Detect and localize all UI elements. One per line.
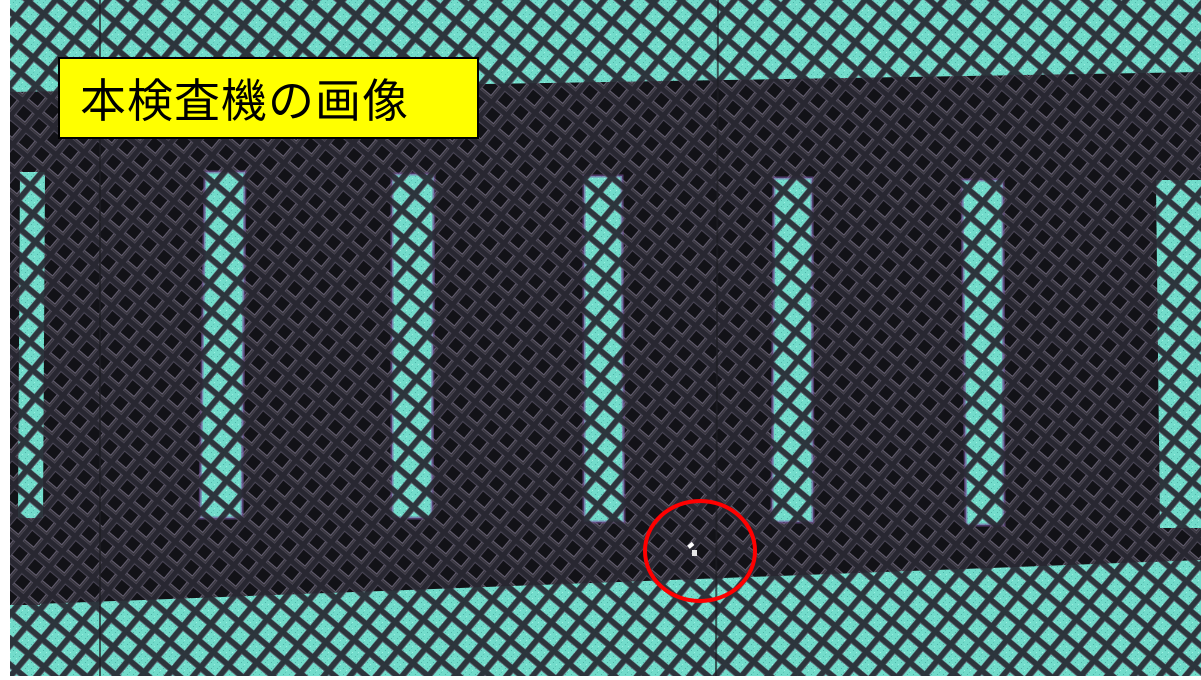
defect-particle [687, 541, 697, 556]
caption-text: 本検査機の画像 [80, 74, 409, 128]
defect-marker-circle [643, 499, 757, 603]
caption-label: 本検査機の画像 [58, 57, 479, 139]
